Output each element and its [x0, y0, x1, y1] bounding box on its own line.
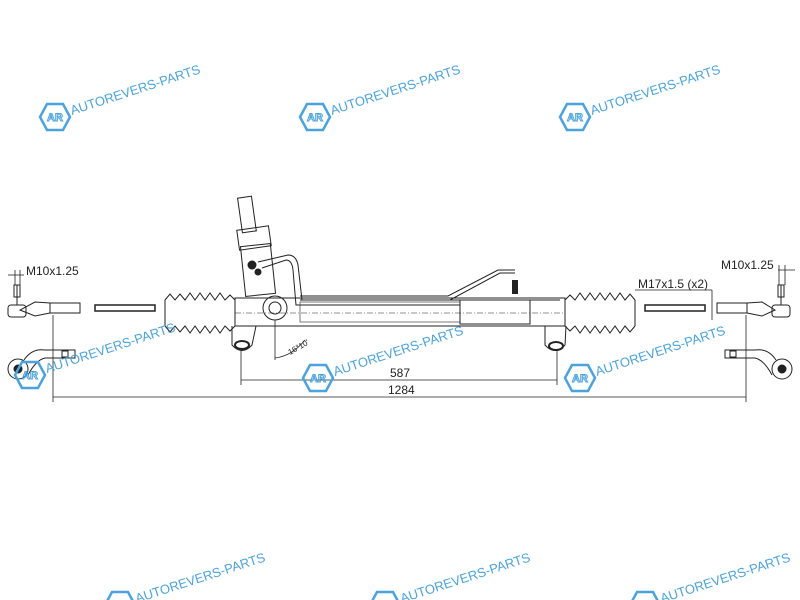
- svg-text:AR: AR: [572, 373, 588, 385]
- input-shaft: [236, 195, 257, 234]
- hexagon-icon: [631, 590, 659, 600]
- right-boot: [564, 292, 636, 334]
- hexagon-icon: [558, 102, 592, 132]
- hexagon-icon: [301, 363, 335, 393]
- inner-thread-label: M17x1.5 (x2): [638, 277, 708, 291]
- watermark-text: AUTOREVERS-PARTS: [588, 62, 722, 118]
- svg-text:AR: AR: [310, 373, 326, 385]
- watermark-logo: AR AUTOREVERS-PARTS: [38, 62, 202, 132]
- right-tie-rod: [644, 304, 706, 312]
- svg-text:AR: AR: [567, 112, 583, 124]
- svg-text:AR: AR: [22, 370, 38, 382]
- left-tie-rod: [94, 304, 156, 312]
- right-thread-label: M10x1.25: [721, 258, 774, 272]
- watermark-text: AUTOREVERS-PARTS: [658, 550, 792, 600]
- watermark-text: AUTOREVERS-PARTS: [133, 550, 267, 600]
- steering-rack-part: [7, 195, 795, 402]
- watermark-logo: AR AUTOREVERS-PARTS: [13, 320, 177, 390]
- left-mount: [231, 325, 257, 351]
- pinion-housing: [262, 295, 288, 321]
- dimensions: [8, 265, 795, 402]
- watermark-text: AUTOREVERS-PARTS: [43, 320, 177, 376]
- hexagon-icon: [13, 360, 47, 390]
- right-tie-rod-end: [771, 304, 791, 318]
- watermark-logo: AR AUTOREVERS-PARTS: [298, 62, 462, 132]
- angle-label: 16°10': [287, 337, 311, 356]
- left-boot: [164, 292, 236, 334]
- cylinder: [459, 299, 531, 325]
- watermark-text: AUTOREVERS-PARTS: [68, 62, 202, 118]
- watermarks: AR AUTOREVERS-PARTS AR AUTOREVERS-PARTS AR AU…: [13, 62, 792, 600]
- right-end-view: [724, 349, 793, 380]
- rack-housing: [234, 297, 566, 327]
- hexagon-icon: [298, 102, 332, 132]
- watermark-logo: AR AUTOREVERS-PARTS: [558, 62, 722, 132]
- left-thread-label: M10x1.25: [26, 264, 79, 278]
- hexagon-icon: [563, 363, 597, 393]
- hexagon-icon: [371, 590, 399, 600]
- left-adjuster: [49, 302, 81, 314]
- dim-587-label: 587: [390, 366, 410, 380]
- dim-1284-label: 1284: [388, 383, 415, 397]
- right-adjuster: [716, 302, 748, 314]
- svg-text:AR: AR: [307, 112, 323, 124]
- valve-housing: [239, 243, 277, 297]
- hexagon-icon: [106, 590, 134, 600]
- hexagon-icon: [38, 102, 72, 132]
- watermark-text: AUTOREVERS-PARTS: [398, 550, 532, 600]
- svg-text:AR: AR: [47, 112, 63, 124]
- watermark-text: AUTOREVERS-PARTS: [593, 323, 727, 379]
- watermark-text: AUTOREVERS-PARTS: [328, 62, 462, 118]
